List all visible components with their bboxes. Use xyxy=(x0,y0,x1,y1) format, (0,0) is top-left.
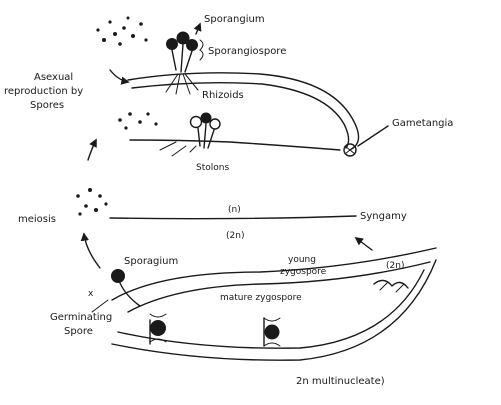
released-spores-middle xyxy=(118,112,158,130)
meiosis-label: meiosis xyxy=(18,214,56,225)
germinating-pointer xyxy=(91,299,109,313)
sporangiospore-label: Sporangiospore xyxy=(208,46,286,57)
rhizoids-middle-icon xyxy=(159,141,197,157)
stolon-middle-hypha xyxy=(129,139,341,151)
meiosis-spores-icon xyxy=(76,188,108,216)
mature-zygospore-left-icon xyxy=(149,313,167,343)
sporangium-top-icon xyxy=(166,31,198,73)
hypha-connector-lines xyxy=(149,317,265,347)
multinucleate-label: 2n multinucleate) xyxy=(296,376,385,387)
asexual-label-line2: reproduction by xyxy=(4,86,83,97)
x-mark: x xyxy=(88,289,94,299)
sporangiospore-bracket xyxy=(199,39,204,61)
young-zygospore-label-line1: young xyxy=(288,255,316,265)
arrow-to-asexual xyxy=(87,138,97,161)
stolons-label: Stolons xyxy=(196,163,229,173)
germinating-label-line2: Spore xyxy=(64,326,93,337)
asexual-label-line1: Asexual xyxy=(34,72,73,83)
arrow-to-syngamy xyxy=(354,236,373,251)
syngamy-label: Syngamy xyxy=(360,211,407,222)
stolon-upper-hypha xyxy=(127,72,360,151)
arrow-to-meiosis xyxy=(80,232,101,269)
germinating-label-line1: Germinating xyxy=(50,312,112,323)
sporangium-top-arrow xyxy=(193,22,202,35)
gametangia-label: Gametangia xyxy=(392,118,453,129)
young-zygospore-icon xyxy=(373,279,409,293)
ploidy-divider-line xyxy=(109,215,357,220)
gametangia-icon xyxy=(343,143,357,157)
stolon-upper-hypha-inner xyxy=(131,81,350,149)
mature-zygospore-label: mature zygospore xyxy=(220,293,302,303)
sporangium-bottom-label: Sporagium xyxy=(124,256,178,267)
haploid-label: (n) xyxy=(228,205,241,215)
lower-zygo-hypha-inner xyxy=(117,269,425,349)
upper-zygo-hypha xyxy=(111,247,437,301)
sporangium-bottom-icon xyxy=(111,269,141,307)
gametangia-pointer xyxy=(357,125,389,147)
arrow-to-top-hypha xyxy=(109,69,130,85)
sporangium-middle-icon xyxy=(189,112,221,149)
mature-zygospore-right-icon xyxy=(263,317,281,347)
young-zygospore-label-line2: zygospore xyxy=(280,267,327,277)
asexual-label-line3: Spores xyxy=(30,100,64,111)
upper-zygo-hypha-inner xyxy=(127,261,431,313)
rhizoids-label: Rhizoids xyxy=(202,90,244,101)
sporangium-top-label: Sporangium xyxy=(204,14,265,25)
released-spores-top xyxy=(96,16,148,46)
diploid-label: (2n) xyxy=(226,231,244,241)
lower-zygo-hypha xyxy=(111,259,437,361)
young-zygospore-ploidy-label: (2n) xyxy=(386,261,404,271)
